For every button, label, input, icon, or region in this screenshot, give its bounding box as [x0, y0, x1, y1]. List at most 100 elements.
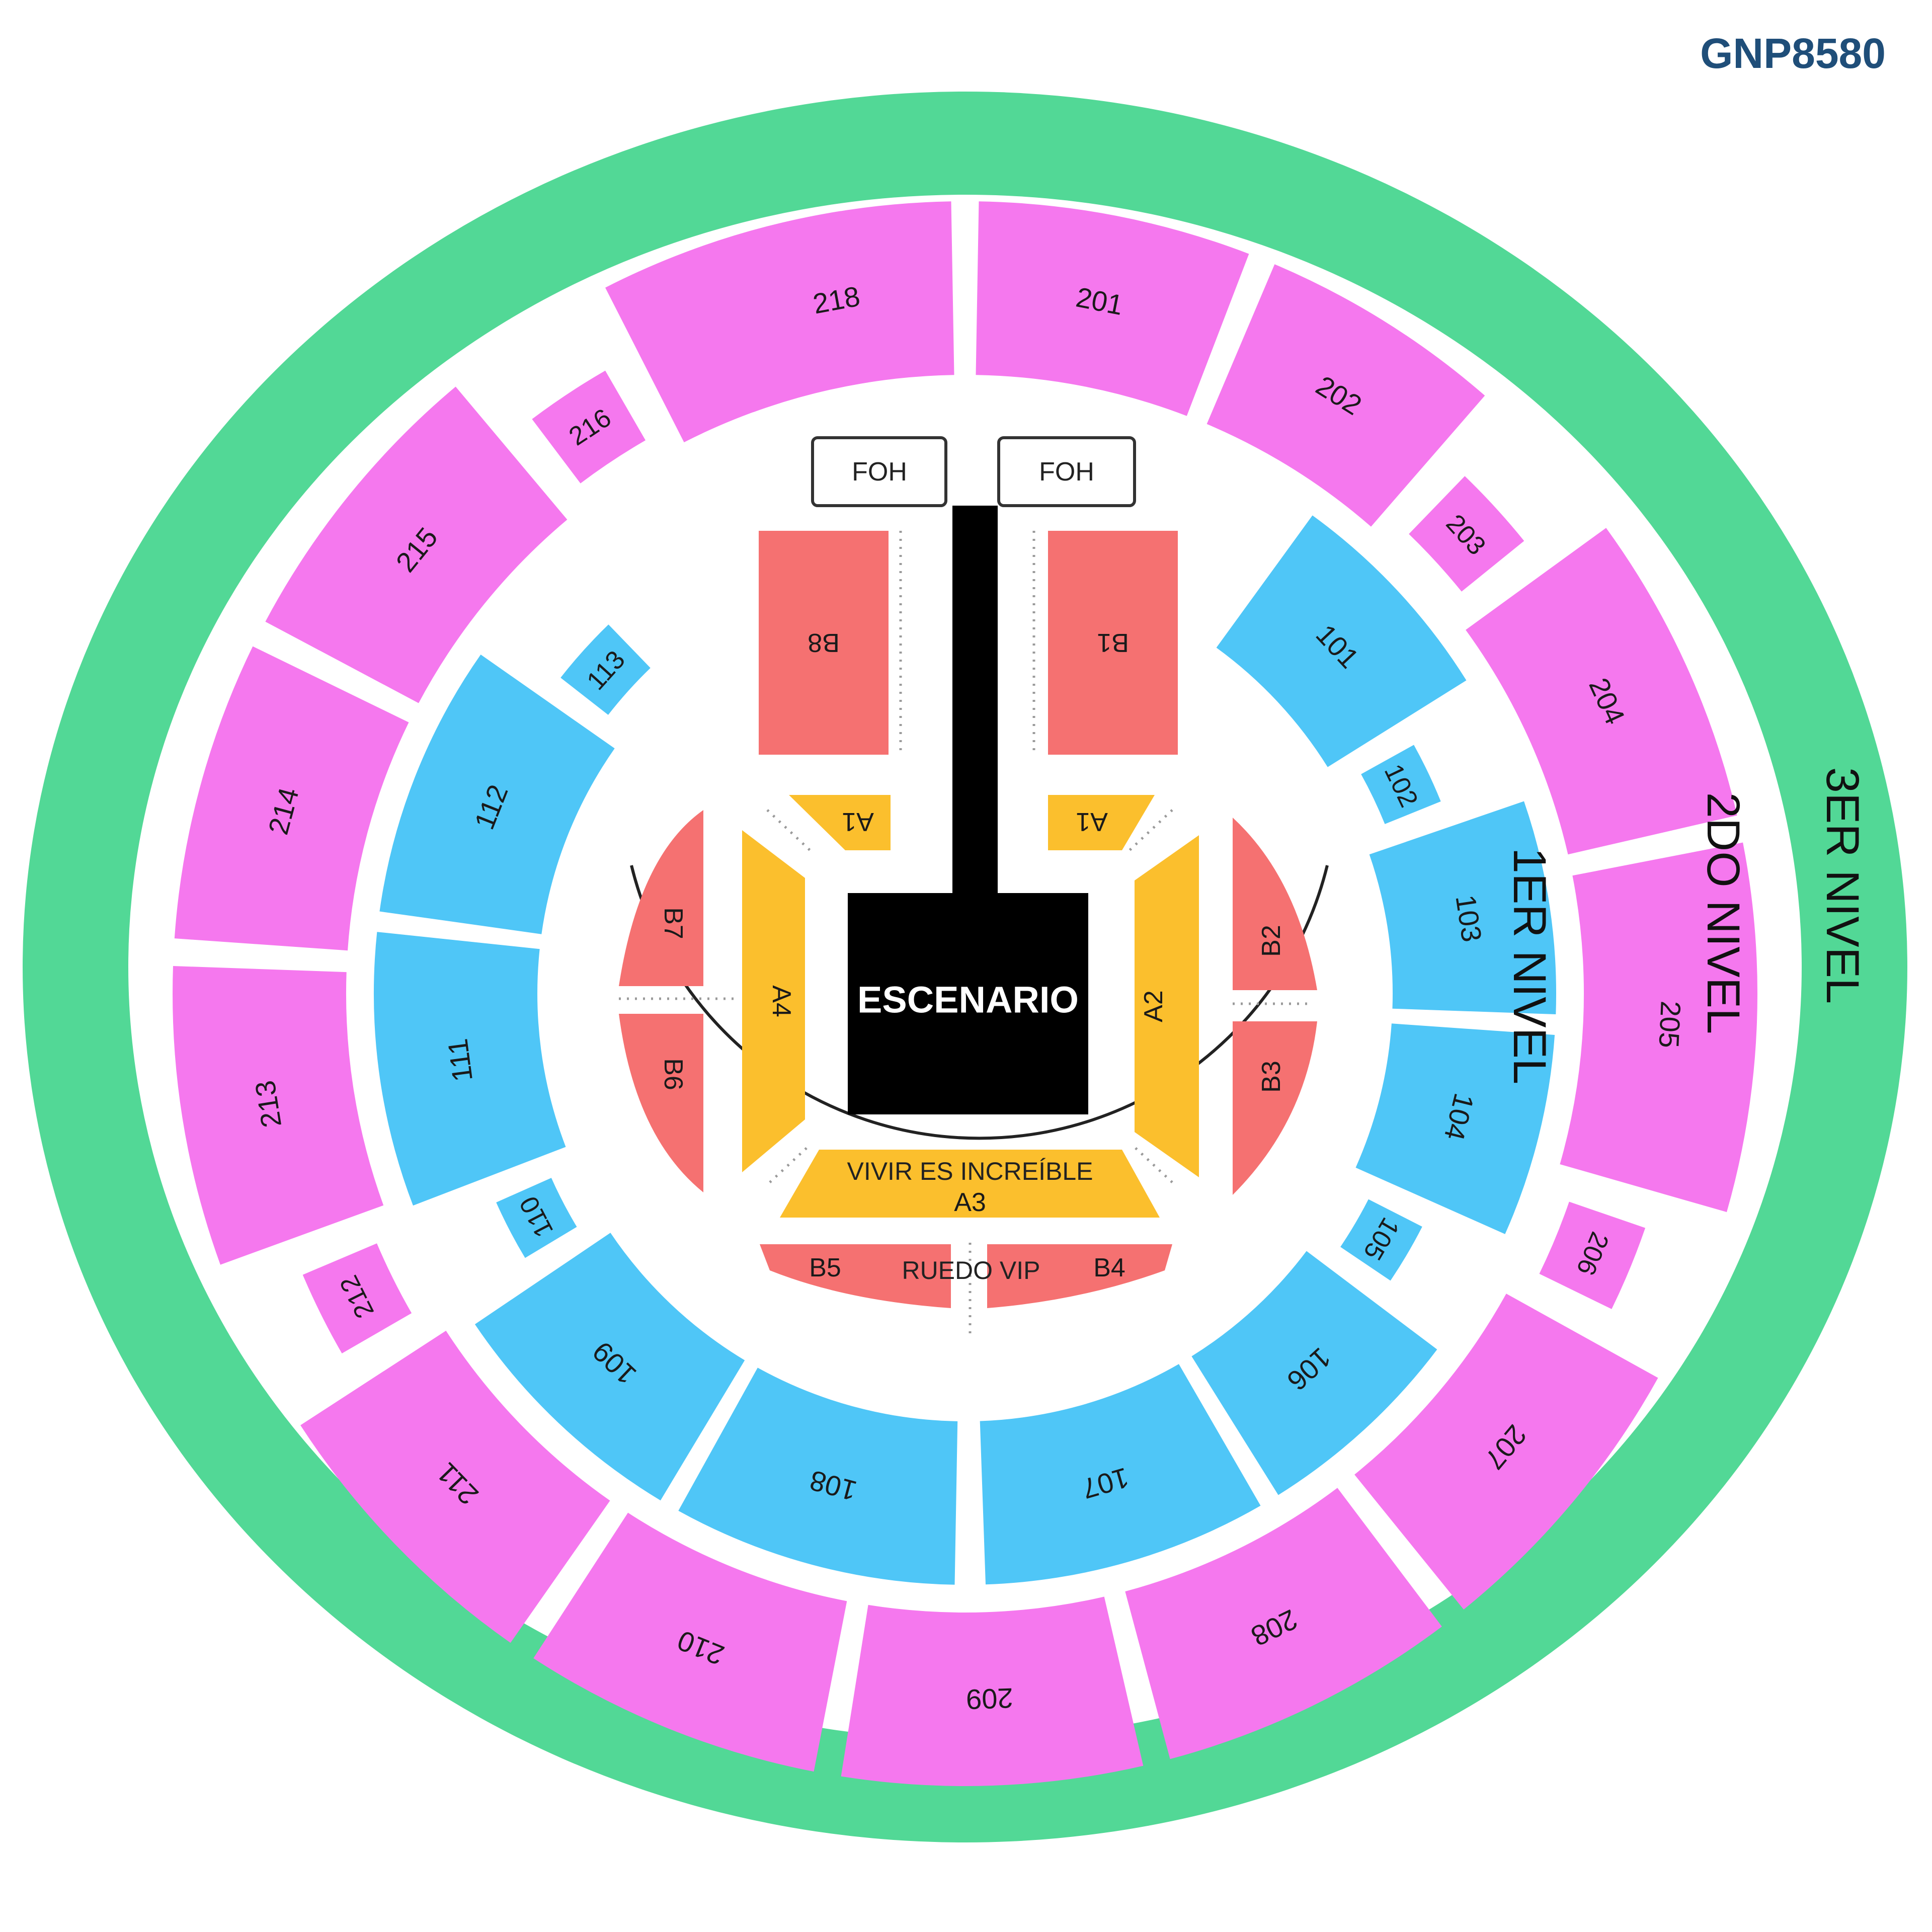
section-106-shape — [1191, 1251, 1437, 1495]
section-207[interactable]: 207 — [1354, 1294, 1658, 1609]
section-104[interactable]: 104 — [1355, 1023, 1555, 1234]
section-110[interactable]: 110 — [496, 1178, 577, 1258]
section-a2-label: A2 — [1139, 990, 1168, 1022]
foh-right-label: FOH — [1039, 457, 1094, 487]
section-213[interactable]: 213 — [173, 966, 384, 1265]
section-106[interactable]: 106 — [1191, 1251, 1437, 1495]
section-206[interactable]: 206 — [1539, 1201, 1646, 1309]
foh-right[interactable]: FOH — [997, 436, 1136, 507]
section-108-shape — [678, 1367, 958, 1585]
section-105-shape — [1340, 1199, 1422, 1281]
section-101-shape — [1216, 515, 1467, 767]
section-214[interactable]: 214 — [174, 646, 409, 951]
section-b1[interactable]: B1 — [1048, 531, 1178, 755]
section-a1-left-label: A1 — [842, 807, 874, 836]
section-b2-label: B2 — [1257, 925, 1286, 957]
aisle-a3-left — [769, 1146, 809, 1183]
section-b6-label: B6 — [659, 1058, 688, 1090]
section-111-shape — [373, 932, 566, 1206]
section-a4[interactable]: A4 — [742, 830, 805, 1172]
section-211[interactable]: 211 — [300, 1330, 610, 1643]
section-a1-right[interactable]: A1 — [1048, 795, 1155, 850]
foh-left[interactable]: FOH — [811, 436, 947, 507]
section-b3[interactable]: B3 — [1233, 1021, 1317, 1195]
stage-runway — [952, 506, 998, 898]
section-203[interactable]: 203 — [1409, 476, 1524, 592]
section-105[interactable]: 105 — [1340, 1199, 1422, 1281]
section-201-shape — [976, 201, 1249, 416]
section-204-shape — [1466, 528, 1737, 855]
section-203-shape — [1409, 476, 1524, 592]
floor-boundary-arc — [630, 865, 1329, 1140]
section-209-shape — [841, 1596, 1144, 1786]
section-215[interactable]: 215 — [265, 386, 568, 703]
section-218[interactable]: 218 — [694, 201, 954, 413]
section-107-shape — [980, 1364, 1261, 1585]
section-202-shape — [1206, 264, 1485, 527]
section-103-label: 103 — [1450, 893, 1488, 944]
section-b6[interactable]: B6 — [619, 1014, 703, 1192]
section-111-label: 111 — [441, 1037, 478, 1084]
section-216-shape — [532, 370, 646, 484]
ruedo-vip-label: RUEDO VIP — [902, 1256, 1040, 1284]
section-208-shape — [1125, 1488, 1442, 1759]
section-103-shape — [1369, 801, 1557, 1014]
section-109[interactable]: 109 — [474, 1233, 745, 1501]
section-a3[interactable]: VIVIR ES INCREÍBLE A3 — [780, 1150, 1160, 1218]
section-b7[interactable]: B7 — [619, 810, 703, 986]
section-b8-label: B8 — [808, 628, 840, 657]
section-204[interactable]: 204 — [1466, 528, 1737, 855]
section-210[interactable]: 210 — [533, 1512, 847, 1772]
section-202[interactable]: 202 — [1206, 264, 1485, 527]
section-a1-right-label: A1 — [1076, 807, 1108, 836]
section-b5-label: B5 — [809, 1253, 841, 1282]
section-101[interactable]: 101 — [1216, 515, 1467, 767]
section-211-shape — [300, 1330, 610, 1643]
section-205-label: 205 — [1653, 1000, 1687, 1049]
section-206-shape — [1539, 1201, 1646, 1309]
section-b4-label: B4 — [1093, 1253, 1125, 1282]
section-207-shape — [1354, 1294, 1658, 1609]
section-208[interactable]: 208 — [1125, 1488, 1442, 1759]
section-b1-label: B1 — [1097, 628, 1129, 657]
section-113[interactable]: 113 — [560, 624, 651, 715]
section-205[interactable]: 205 — [1560, 842, 1758, 1213]
section-a3-label: A3 — [954, 1188, 986, 1217]
section-111[interactable]: 111 — [373, 932, 566, 1206]
section-201[interactable]: 201 — [976, 201, 1249, 416]
section-b5[interactable]: B5 — [760, 1244, 951, 1308]
section-b4[interactable]: B4 — [987, 1244, 1172, 1308]
section-209-label: 209 — [965, 1682, 1014, 1715]
level1-label: 1ER NIVEL — [1504, 848, 1555, 1084]
section-212-shape — [302, 1243, 412, 1353]
section-b3-label: B3 — [1257, 1061, 1286, 1093]
level2-label: 2DO NIVEL — [1698, 792, 1749, 1034]
section-a2[interactable]: A2 — [1135, 835, 1199, 1177]
section-216[interactable]: 216 — [532, 370, 646, 484]
section-104-shape — [1355, 1023, 1555, 1234]
section-b8[interactable]: B8 — [759, 531, 889, 755]
section-210-shape — [533, 1512, 847, 1772]
level3-label: 3ER NIVEL — [1817, 767, 1868, 1004]
section-102-shape — [1361, 745, 1441, 824]
section-a1-left[interactable]: A1 — [789, 795, 891, 850]
section-109-shape — [474, 1233, 745, 1501]
section-a4-label: A4 — [767, 985, 796, 1017]
section-108[interactable]: 108 — [678, 1367, 958, 1585]
section-107[interactable]: 107 — [980, 1364, 1261, 1585]
section-218-shape — [694, 201, 954, 413]
section-b2[interactable]: B2 — [1233, 818, 1317, 990]
section-112[interactable]: 112 — [379, 655, 615, 934]
section-110-shape — [496, 1178, 577, 1258]
section-102[interactable]: 102 — [1361, 745, 1441, 824]
section-209[interactable]: 209 — [841, 1596, 1144, 1786]
section-212[interactable]: 212 — [302, 1243, 412, 1353]
section-213-label: 213 — [249, 1078, 287, 1130]
section-215-shape — [265, 386, 568, 703]
section-213-shape — [173, 966, 384, 1265]
vivir-es-increible-label: VIVIR ES INCREÍBLE — [847, 1157, 1093, 1185]
section-103[interactable]: 103 — [1369, 801, 1557, 1015]
